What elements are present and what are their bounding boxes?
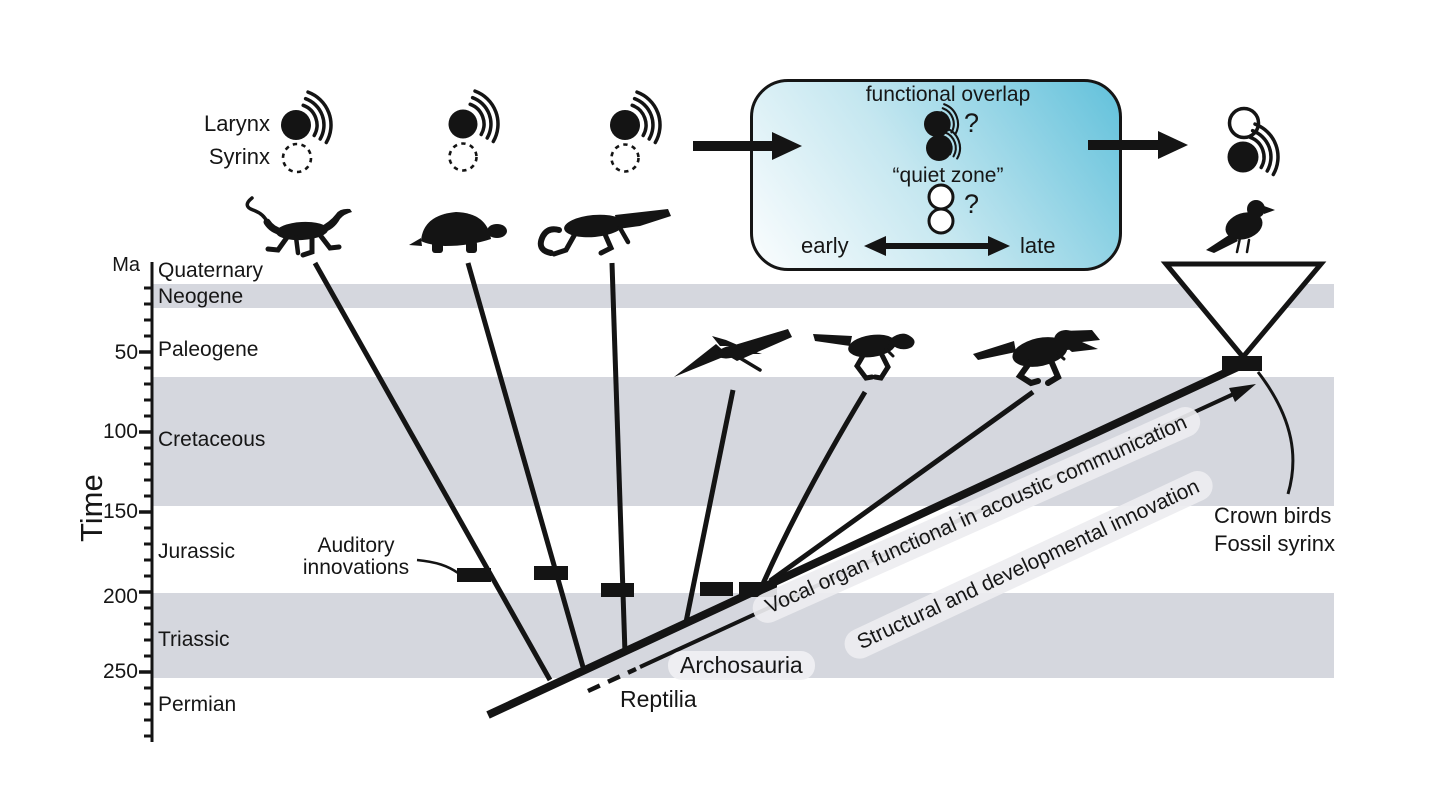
quiet-zone-label: “quiet zone” xyxy=(892,164,1004,187)
turtle-icon xyxy=(409,212,507,253)
theropod-icon xyxy=(813,333,915,381)
bird-icon xyxy=(1206,200,1275,254)
tick-50: 50 xyxy=(114,341,138,364)
period-label-permian: Permian xyxy=(158,693,237,716)
auditory-innovations-label: Auditory innovations xyxy=(302,534,410,580)
tick-250: 250 xyxy=(102,660,138,683)
transition-box xyxy=(750,79,1122,271)
late-label: late xyxy=(1020,233,1056,258)
period-label-triassic: Triassic xyxy=(158,628,230,651)
time-axis xyxy=(139,262,154,742)
tick-200: 200 xyxy=(102,585,138,608)
reptilia-label: Reptilia xyxy=(620,686,697,712)
period-band-neogene xyxy=(153,284,1334,308)
dashed-circle-icon xyxy=(610,143,640,173)
arrow-out-of-box xyxy=(1158,131,1188,159)
tyrannosaur-icon xyxy=(973,330,1100,387)
period-label-cretaceous: Cretaceous xyxy=(158,428,266,451)
dashed-circle-icon xyxy=(281,142,313,174)
bird-larynx-syrinx-icon xyxy=(1227,106,1280,177)
auditory-label-connector xyxy=(416,558,459,575)
ma-unit-label: Ma xyxy=(112,254,140,276)
fossil-syrinx-label: Fossil syrinx xyxy=(1214,531,1336,556)
crocodile-larynx-syrinx-icon xyxy=(610,90,662,173)
syrinx-label: Syrinx xyxy=(208,144,270,169)
larynx-label: Larynx xyxy=(203,111,270,136)
period-label-paleogene: Paleogene xyxy=(158,338,259,361)
archosauria-label: Archosauria xyxy=(668,651,815,680)
lizard-icon xyxy=(245,196,352,258)
fossil-syrinx-mark xyxy=(1222,356,1262,371)
early-label: early xyxy=(801,233,849,258)
lizard-larynx-syrinx-icon xyxy=(281,90,333,174)
period-label-neogene: Neogene xyxy=(158,285,244,308)
overlap-question-mark: ? xyxy=(964,108,980,138)
open-circle-icon xyxy=(1227,106,1261,140)
functional-overlap-label: functional overlap xyxy=(865,83,1031,106)
dashed-circle-icon xyxy=(448,142,478,172)
pterosaur-icon xyxy=(674,329,792,377)
quiet-question-mark: ? xyxy=(964,189,980,219)
tick-100: 100 xyxy=(102,420,138,443)
crocodile-icon xyxy=(537,209,671,257)
period-label-jurassic: Jurassic xyxy=(158,540,236,563)
tick-150: 150 xyxy=(102,500,138,523)
turtle-larynx-syrinx-icon xyxy=(448,89,500,172)
period-label-quaternary: Quaternary xyxy=(158,259,264,282)
crown-birds-label: Crown birds xyxy=(1214,503,1332,528)
